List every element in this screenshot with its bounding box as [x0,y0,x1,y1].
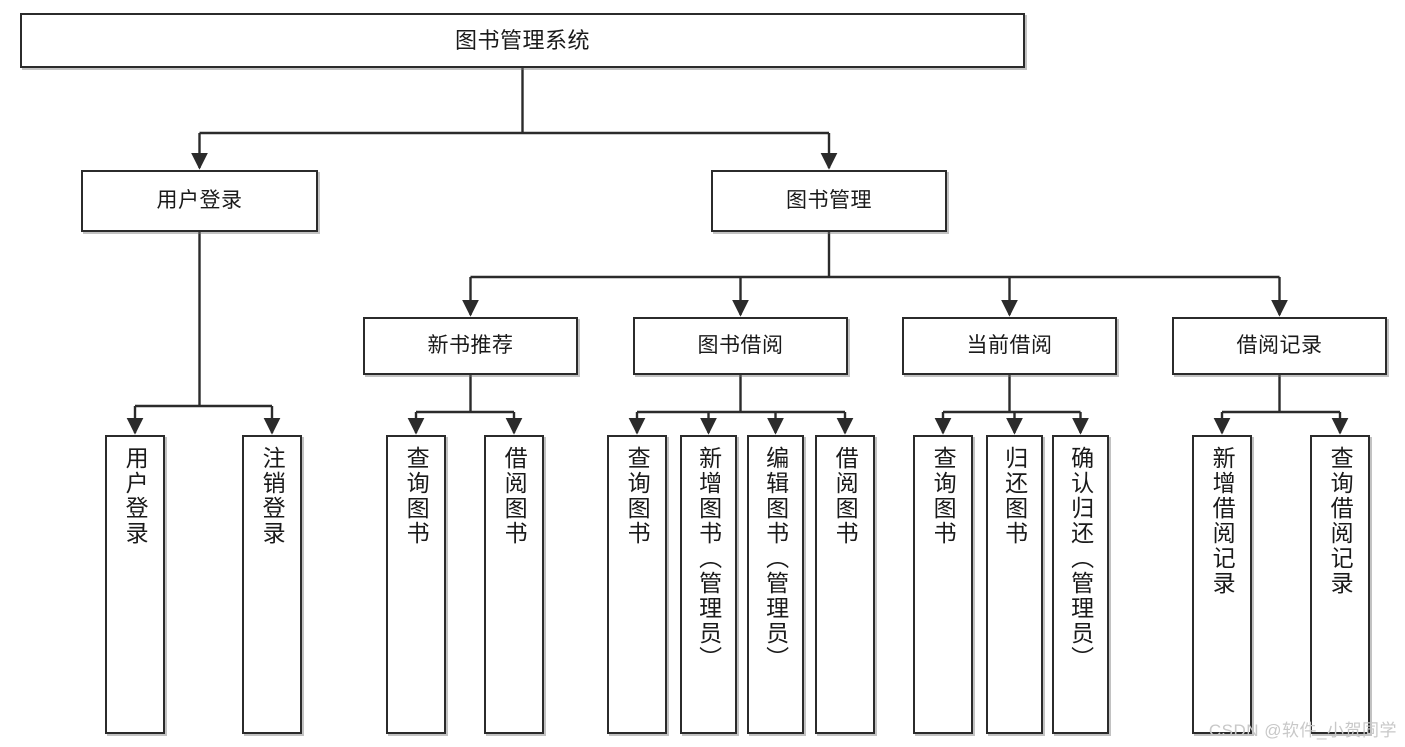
node-leaf-注销登录-1[interactable]: 注销登录 [242,435,302,734]
node-label: 查询借阅记录 [1327,446,1354,596]
node-leaf-查询借阅记录-12[interactable]: 查询借阅记录 [1310,435,1370,734]
node-label: 确认归还（管理员） [1067,446,1094,671]
node-l2-借阅记录-3[interactable]: 借阅记录 [1172,317,1387,375]
watermark: CSDN @软件_小贺同学 [1208,721,1397,740]
node-leaf-查询图书-2[interactable]: 查询图书 [386,435,446,734]
node-leaf-借阅图书-7[interactable]: 借阅图书 [815,435,875,734]
node-label: 新书推荐 [427,333,514,357]
node-leaf-归还图书-9[interactable]: 归还图书 [986,435,1043,734]
node-label: 注销登录 [259,446,286,546]
node-label: 查询图书 [403,446,430,546]
node-label: 图书借阅 [697,333,784,357]
node-root-图书管理系统[interactable]: 图书管理系统 [20,13,1025,68]
node-label: 查询图书 [930,446,957,546]
node-l1-用户登录-0[interactable]: 用户登录 [81,170,318,232]
node-label: 借阅图书 [832,446,859,546]
node-l2-新书推荐-0[interactable]: 新书推荐 [363,317,578,375]
node-leaf-借阅图书-3[interactable]: 借阅图书 [484,435,544,734]
node-l2-当前借阅-2[interactable]: 当前借阅 [902,317,1117,375]
node-label: 借阅图书 [501,446,528,546]
node-label: 查询图书 [624,446,651,546]
node-leaf-用户登录-0[interactable]: 用户登录 [105,435,165,734]
node-leaf-新增图书管理员-5[interactable]: 新增图书（管理员） [680,435,737,734]
node-label: 用户登录 [122,446,149,546]
node-label: 借阅记录 [1236,333,1323,357]
node-leaf-查询图书-4[interactable]: 查询图书 [607,435,667,734]
node-leaf-查询图书-8[interactable]: 查询图书 [913,435,973,734]
node-label: 新增借阅记录 [1209,446,1236,596]
node-leaf-确认归还管理员-10[interactable]: 确认归还（管理员） [1052,435,1109,734]
node-label: 新增图书（管理员） [695,446,722,671]
node-label: 编辑图书（管理员） [762,446,789,671]
node-l2-图书借阅-1[interactable]: 图书借阅 [633,317,848,375]
node-l1-图书管理-1[interactable]: 图书管理 [711,170,947,232]
node-label: 当前借阅 [966,333,1053,357]
node-label: 用户登录 [156,188,243,212]
node-leaf-编辑图书管理员-6[interactable]: 编辑图书（管理员） [747,435,804,734]
node-leaf-新增借阅记录-11[interactable]: 新增借阅记录 [1192,435,1252,734]
node-label: 图书管理 [786,188,872,212]
node-label: 归还图书 [1001,446,1028,546]
node-label: 图书管理系统 [454,27,590,53]
